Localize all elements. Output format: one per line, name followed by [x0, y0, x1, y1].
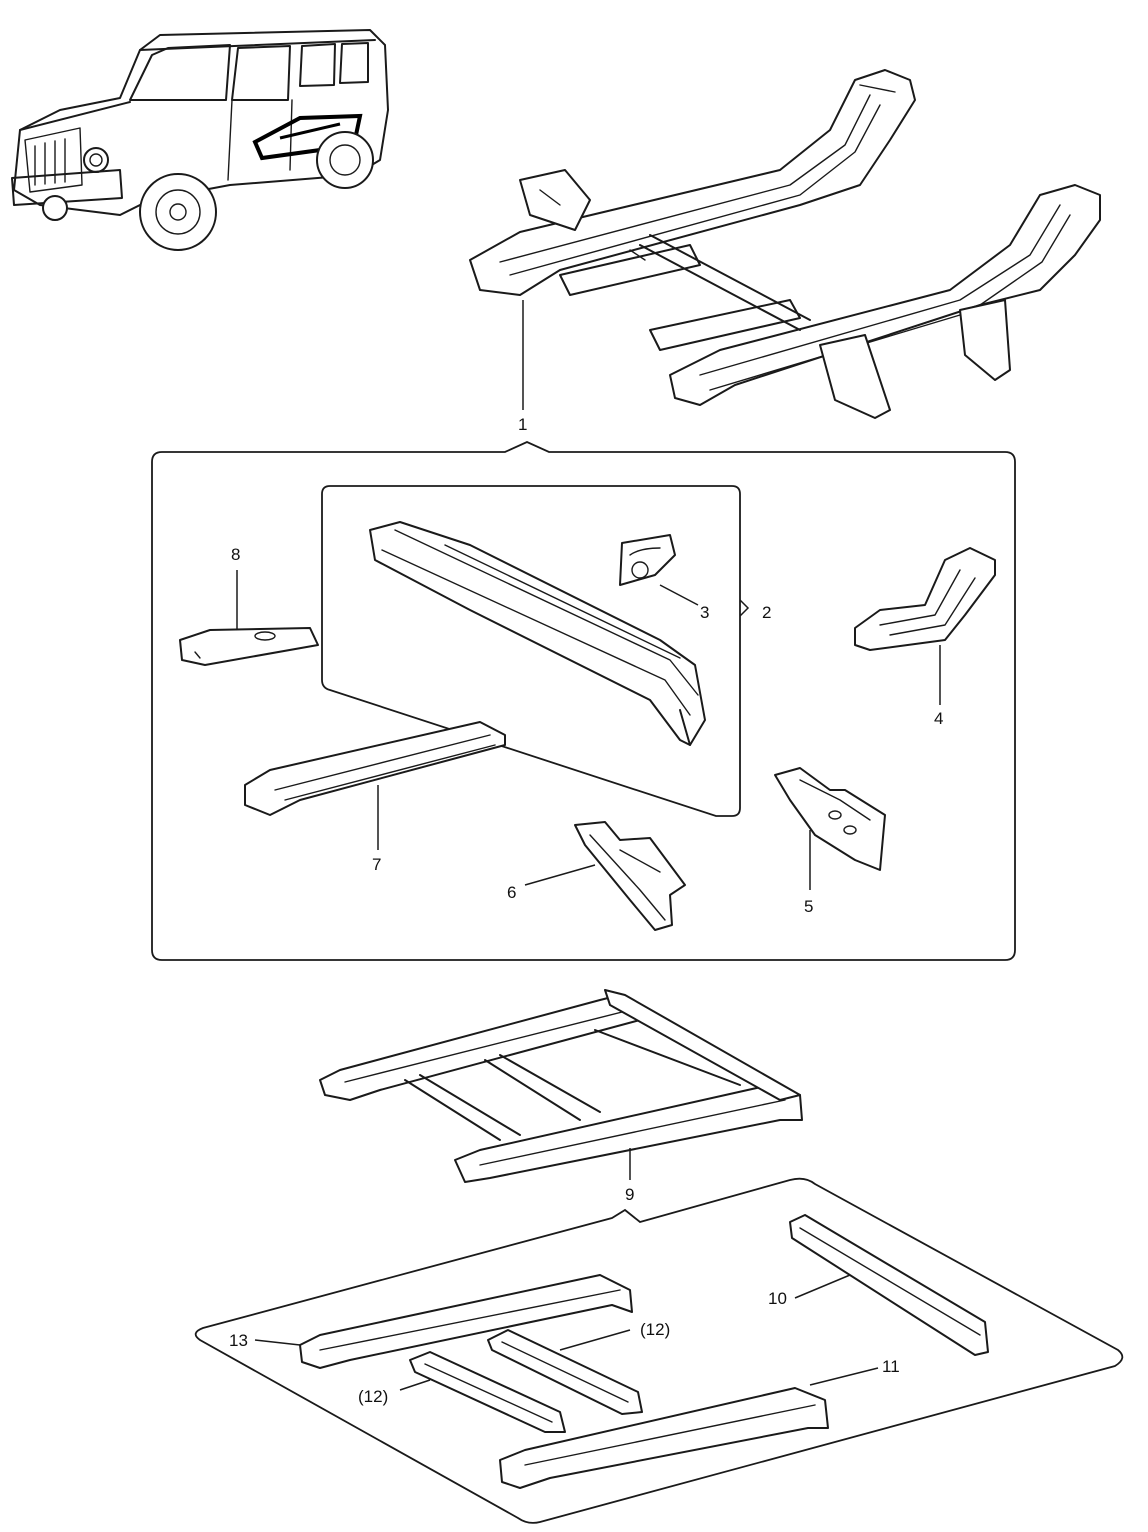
- subassembly-panel-2: [321, 485, 741, 817]
- callout-10: 10: [768, 1289, 787, 1308]
- floor-member-part-7-drawing: [244, 721, 506, 816]
- bracket-part-5-drawing: [774, 767, 886, 871]
- callout-1: 1: [518, 415, 527, 434]
- callout-9: 9: [625, 1185, 634, 1204]
- cross-member-part-13-drawing: [299, 1274, 633, 1369]
- rear-member-part-4-drawing: [854, 547, 996, 651]
- callout-8: 8: [231, 545, 240, 564]
- rail-part-10-drawing: [789, 1214, 989, 1356]
- vehicle-locator-icon: [11, 29, 389, 251]
- bracket-part-3-drawing: [619, 534, 676, 586]
- cross-member-part-11-drawing: [499, 1387, 829, 1489]
- callout-12-upper: (12): [640, 1320, 670, 1339]
- callout-11: 11: [882, 1357, 900, 1376]
- brace-part-12-drawing: [409, 1329, 643, 1433]
- callout-3: 3: [700, 603, 709, 622]
- assembly-panel-1: [151, 441, 1016, 961]
- bracket-part-6-drawing: [574, 821, 686, 931]
- assembly-panel-9: [194, 1177, 1124, 1524]
- callout-5: 5: [804, 897, 813, 916]
- side-member-part-2-drawing: [369, 521, 706, 746]
- floor-grid-assembly-drawing: [319, 989, 803, 1183]
- callout-7: 7: [372, 855, 381, 874]
- callout-4: 4: [934, 709, 943, 728]
- callout-12-lower: (12): [358, 1387, 388, 1406]
- floor-frame-assembly-drawing: [469, 69, 1101, 419]
- cross-member-part-8-drawing: [179, 627, 319, 666]
- callout-13: 13: [229, 1331, 248, 1350]
- callout-2: 2: [762, 603, 771, 622]
- callout-6: 6: [507, 883, 516, 902]
